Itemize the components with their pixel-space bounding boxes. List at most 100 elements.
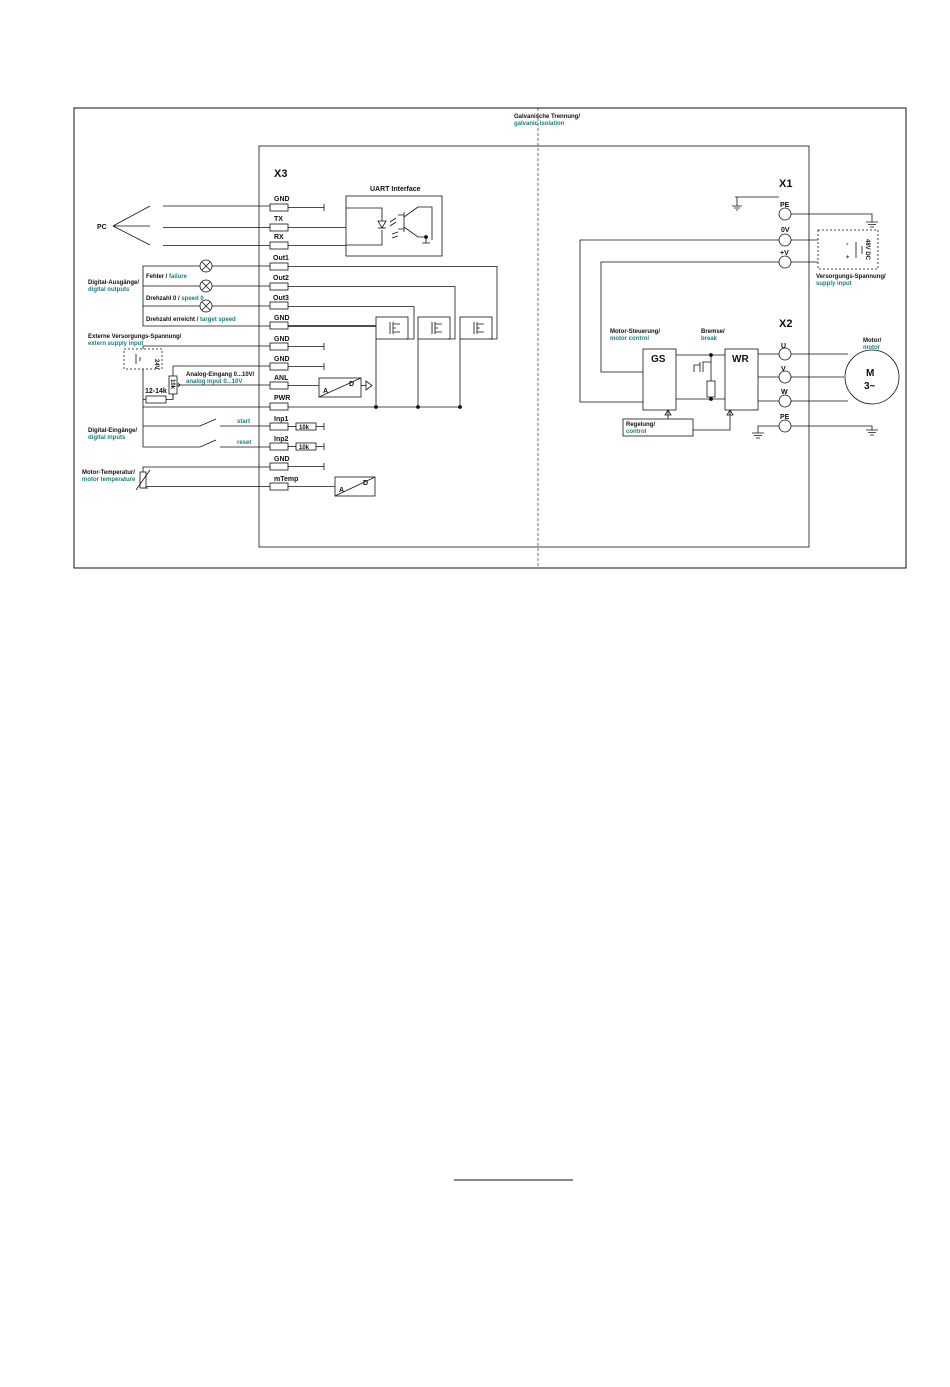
x3-pin-label: GND	[274, 196, 290, 203]
extern-supply-de: Externe Versorgungs-Spannung/	[88, 334, 182, 340]
x2-pin-label: V	[781, 366, 786, 373]
x1-wiring	[579, 239, 818, 403]
module-box	[258, 145, 810, 548]
x3-pin-label: GND	[274, 336, 290, 343]
adc-mtemp-d: D	[363, 480, 368, 487]
x3-title: X3	[274, 168, 287, 180]
dc-plus: +	[846, 255, 850, 261]
supply-en: supply input	[816, 281, 852, 287]
extern-supply-voltage: 24V	[153, 359, 159, 370]
dc-source-icon	[817, 229, 879, 270]
brake-en: break	[701, 336, 718, 342]
adc-mtemp-a: A	[339, 487, 344, 494]
control-feedback	[664, 409, 734, 431]
output-speed0-label: Drehzahl 0 / speed 0	[146, 296, 204, 302]
x3-pin-label: GND	[274, 315, 290, 322]
motor-control-de: Motor-Steuerung/	[610, 329, 660, 335]
x3-pin-label: Out3	[273, 295, 289, 302]
potentiometer-icon	[168, 365, 270, 398]
output-wiring	[142, 265, 498, 340]
input-start-label: start	[237, 419, 250, 425]
x3-pin-label: GND	[274, 456, 290, 463]
pwr-bus	[288, 405, 462, 409]
pc-cable-icon	[112, 205, 270, 246]
pc-label: PC	[97, 224, 107, 231]
switch-icon	[142, 407, 270, 448]
resistor-value: 12-14k	[145, 388, 167, 395]
motor-control-en: motor control	[610, 336, 649, 342]
isolation-label-en: galvanic isolation	[514, 121, 565, 127]
adc-anl-a: A	[323, 388, 328, 395]
pot-value: 10k	[169, 379, 175, 390]
optocoupler-icon	[288, 206, 433, 246]
x3-pin-label: ANL	[274, 375, 289, 382]
wr-label: WR	[732, 354, 749, 365]
control-de: Regelung/	[626, 422, 655, 428]
digital-outputs-en: digital outputs	[88, 287, 130, 293]
isolation-label-de: Galvanische Trennung/	[514, 114, 580, 120]
input-resistor-2: 10k	[299, 445, 310, 451]
adc-anl-icon	[288, 377, 373, 398]
gs-block	[642, 348, 677, 411]
input-resistor-1: 10k	[299, 425, 310, 431]
uart-title: UART Interface	[370, 186, 421, 193]
dc-voltage: 48V DC	[864, 239, 870, 261]
mosfet-icon	[375, 316, 493, 407]
brake-de: Bremse/	[701, 329, 725, 335]
x2-pin-label: U	[781, 343, 786, 350]
motor-temp-en: motor temperature	[82, 477, 136, 483]
motor-de: Motor/	[863, 338, 882, 344]
motor-temp-de: Motor-Temperatur/	[82, 470, 135, 476]
adc-anl-d: D	[349, 381, 354, 388]
digital-outputs-de: Digital-Ausgänge/	[88, 280, 139, 286]
x3-pin-label: RX	[274, 234, 284, 241]
x3-pin-label: Inp2	[274, 436, 288, 443]
battery-icon	[123, 345, 270, 394]
x2-title: X2	[779, 318, 792, 330]
gs-label: GS	[651, 354, 666, 365]
x2-pin-label: W	[781, 389, 788, 396]
x3-pin-label: mTemp	[274, 476, 298, 483]
gnd-stubs	[288, 204, 325, 470]
dc-minus: -	[846, 241, 849, 248]
motor-en: motor	[863, 345, 881, 351]
x2-pin-label: PE	[780, 414, 790, 421]
brake-circuit-icon	[676, 353, 725, 401]
supply-de: Versorgungs-Spannung/	[816, 274, 886, 280]
x3-pin-label: GND	[274, 356, 290, 363]
x1-pin-label: +V	[780, 250, 789, 257]
output-failure-label: Fehler / failure	[146, 274, 188, 280]
resistor-icon	[142, 394, 270, 408]
motor-m: M	[866, 368, 874, 379]
thermistor-icon	[135, 466, 270, 491]
digital-inputs-de: Digital-Eingänge/	[88, 428, 137, 434]
analog-input-en: analog input 0...10V	[186, 379, 242, 385]
x1-title: X1	[779, 178, 792, 190]
x2-wiring	[752, 353, 878, 439]
lamp-icon	[199, 259, 213, 313]
motor-phase: 3~	[864, 381, 876, 392]
analog-input-de: Analog-Eingang 0...10V/	[186, 372, 255, 378]
x1-pin-label: PE	[780, 202, 790, 209]
x3-pins: GND TX RX Out1 Out2 Out3 GND GND GND ANL…	[269, 196, 298, 491]
motor-icon	[844, 349, 900, 405]
x3-pin-label: PWR	[274, 395, 290, 402]
x3-pin-label: Out1	[273, 255, 289, 262]
ground-icon	[732, 196, 878, 228]
x1-terminals	[778, 207, 792, 269]
wr-block	[724, 348, 759, 411]
digital-inputs-en: digital inputs	[88, 435, 126, 441]
input-resistors	[288, 422, 325, 451]
output-target-label: Drehzahl erreicht / target speed	[146, 317, 236, 323]
control-box	[622, 418, 694, 437]
x3-pin-label: Out2	[273, 275, 289, 282]
x3-pin-label: TX	[274, 216, 283, 223]
uart-box	[345, 195, 443, 257]
x3-pin-label: Inp1	[274, 416, 288, 423]
outer-frame	[73, 107, 907, 569]
x1-pin-label: 0V	[781, 227, 790, 234]
extern-supply-en: extern supply input	[88, 341, 143, 347]
input-reset-label: reset	[237, 440, 251, 446]
control-en: control	[626, 429, 647, 435]
